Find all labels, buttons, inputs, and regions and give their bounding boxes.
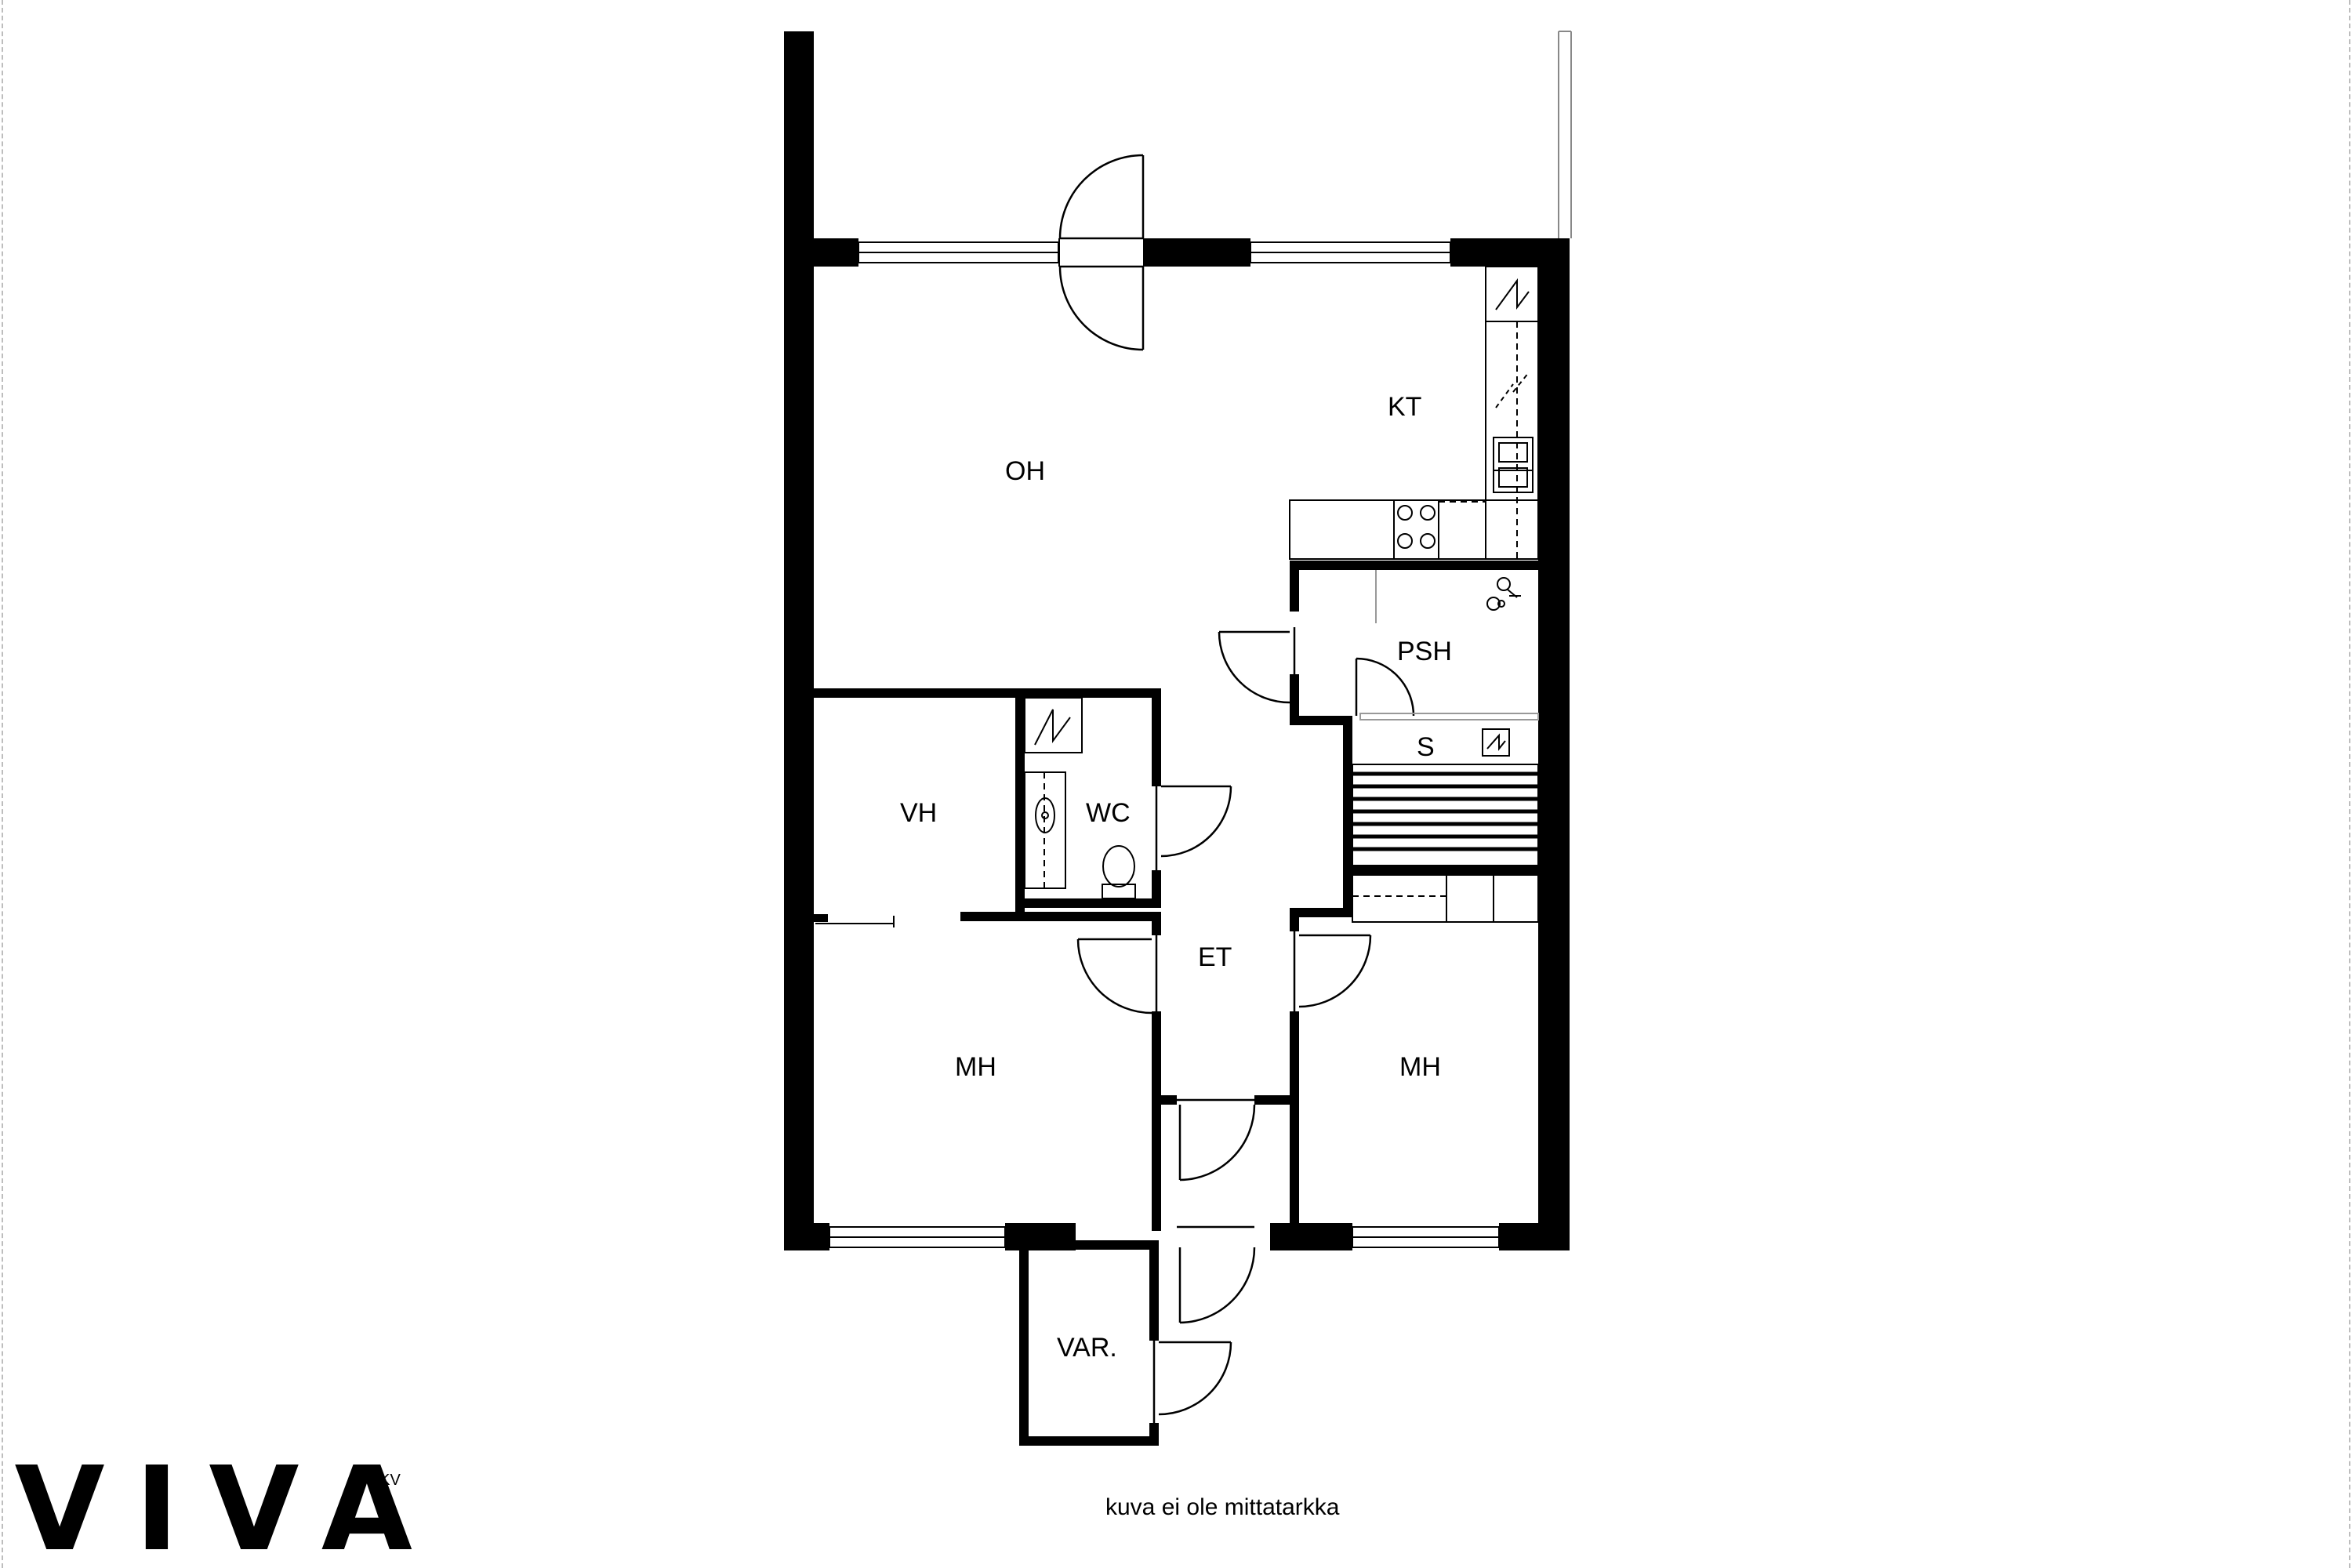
room-labels: OH KT PSH S VH WC ET MH MH VAR.: [900, 392, 1452, 1363]
et-closet-door: [1177, 1098, 1256, 1181]
label-vh: VH: [900, 798, 937, 828]
walls: [784, 31, 1570, 1446]
sauna-door: [1355, 657, 1415, 717]
var-door: [1152, 1341, 1232, 1423]
wc-fixtures: [1024, 697, 1136, 899]
kitchen-fixtures: [1289, 266, 1539, 560]
right-page-edge: [2349, 0, 2350, 1568]
mh-right-door: [1293, 931, 1372, 1011]
left-page-edge: [2, 0, 3, 1568]
label-mh-left: MH: [955, 1052, 996, 1082]
mh-left-door: [1076, 935, 1158, 1014]
wc-door: [1155, 785, 1232, 870]
entrance-door: [1177, 1225, 1256, 1324]
label-psh: PSH: [1397, 637, 1452, 666]
viva-logo: VIVA LKV: [14, 1465, 422, 1551]
label-oh: OH: [1005, 456, 1045, 486]
label-mh-right: MH: [1399, 1052, 1441, 1082]
vh-sliding-door: [815, 916, 895, 927]
bath-fixtures: [1352, 570, 1539, 923]
scale-disclaimer: kuva ei ole mittatarkka: [1105, 1494, 1340, 1520]
doors: [815, 154, 1415, 1423]
balcony-door: [1058, 154, 1145, 351]
label-et: ET: [1198, 942, 1232, 972]
logo-word: VIVA: [14, 1465, 422, 1551]
label-wc: WC: [1086, 798, 1131, 828]
label-var: VAR.: [1057, 1333, 1117, 1363]
label-s: S: [1417, 732, 1435, 762]
label-kt: KT: [1388, 392, 1421, 422]
windows: [829, 31, 1572, 1248]
psh-door: [1218, 627, 1296, 704]
logo-suffix: LKV: [371, 1472, 401, 1489]
sauna-bench: [1352, 764, 1539, 866]
